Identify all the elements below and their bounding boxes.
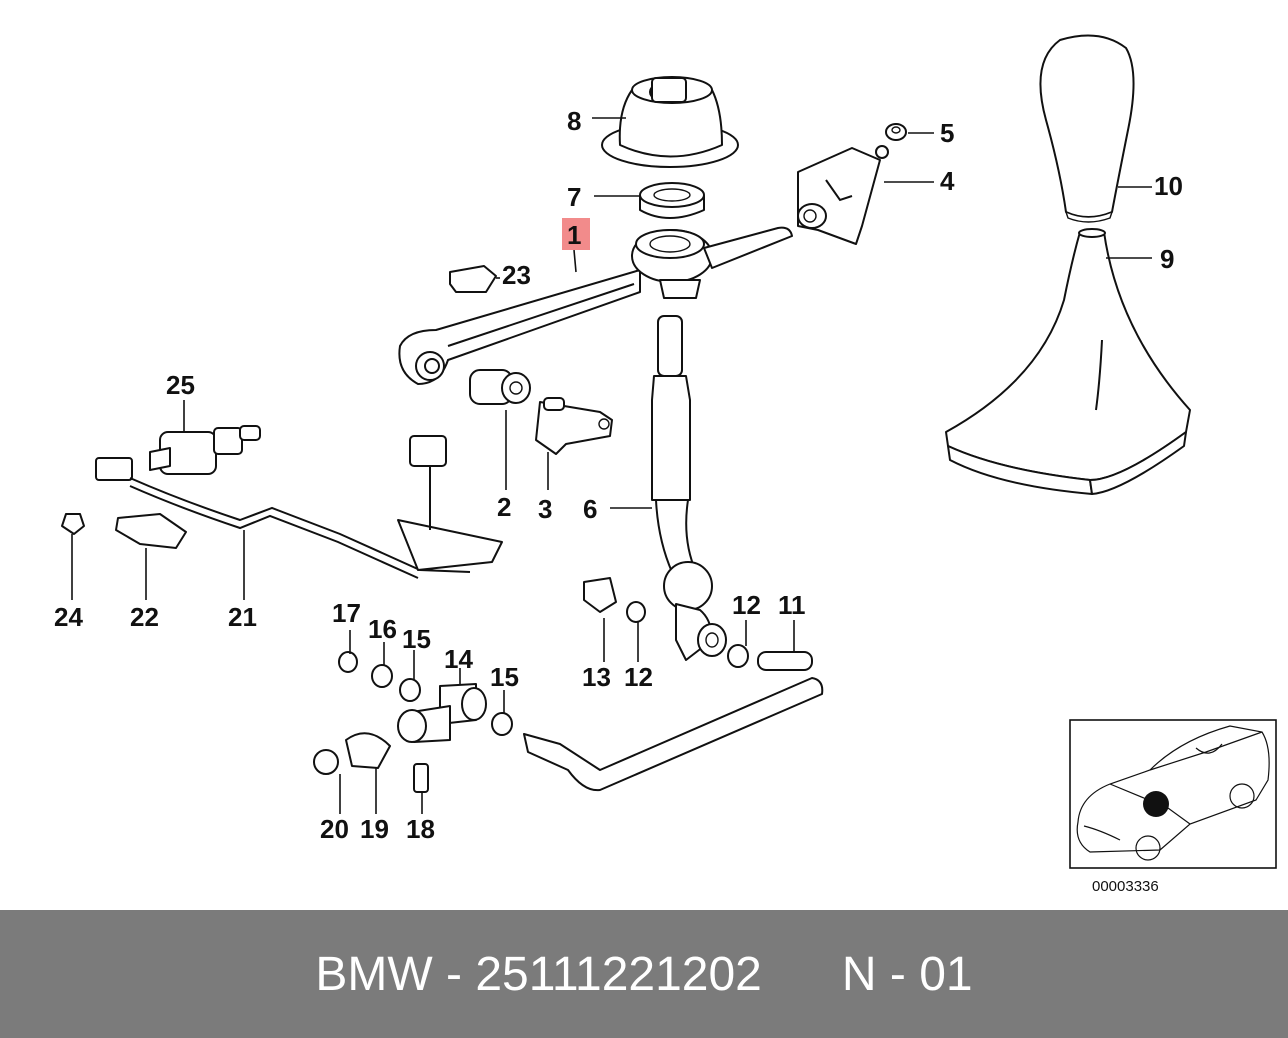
shift-boot xyxy=(601,76,739,168)
part-label-20[interactable]: 20 xyxy=(320,814,349,844)
part-label-25[interactable]: 25 xyxy=(166,370,195,400)
shift-lever xyxy=(398,226,793,385)
footer-spacer xyxy=(762,947,842,1002)
bracket xyxy=(797,145,889,245)
small-clip xyxy=(449,265,497,293)
bushing xyxy=(469,369,531,405)
footer-brand: BMW xyxy=(315,947,433,1001)
cable-clip xyxy=(115,513,187,549)
part-label-9[interactable]: 9 xyxy=(1160,244,1174,274)
part-label-12b[interactable]: 12 xyxy=(624,662,653,692)
reverse-light-switch xyxy=(149,425,261,475)
bearing-ring xyxy=(639,182,705,219)
part-label-23[interactable]: 23 xyxy=(502,260,531,290)
part-label-18[interactable]: 18 xyxy=(406,814,435,844)
part-label-22[interactable]: 22 xyxy=(130,602,159,632)
part-label-7[interactable]: 7 xyxy=(567,182,581,212)
part-label-24[interactable]: 24 xyxy=(54,602,83,632)
part-label-2[interactable]: 2 xyxy=(497,492,511,522)
nut xyxy=(885,123,907,141)
wiring-cable xyxy=(95,435,503,579)
gear-knob xyxy=(1039,34,1135,223)
footer-separator: - xyxy=(432,947,476,1001)
washer xyxy=(583,577,749,668)
part-label-4[interactable]: 4 xyxy=(940,166,955,196)
footer-part-number: 25111221202 xyxy=(475,947,762,1001)
bushing-assembly xyxy=(313,651,513,793)
retaining-clip xyxy=(535,397,613,455)
part-label-6[interactable]: 6 xyxy=(583,494,597,524)
footer-ref: N - 01 xyxy=(841,947,973,1001)
parts-diagram: 1 2 3 4 5 6 7 8 9 10 11 12 12 13 14 15 1… xyxy=(54,34,1277,895)
part-label-19[interactable]: 19 xyxy=(360,814,389,844)
linkage-rod xyxy=(523,651,824,792)
inset-code: 00003336 xyxy=(1092,878,1159,895)
part-label-15a[interactable]: 15 xyxy=(402,624,431,654)
footer-bar: BMW - 25111221202 N - 01 xyxy=(0,910,1288,1038)
part-label-13[interactable]: 13 xyxy=(582,662,611,692)
selector-rod xyxy=(651,315,713,661)
leader-lines xyxy=(71,117,1152,814)
part-label-21[interactable]: 21 xyxy=(228,602,257,632)
part-label-5[interactable]: 5 xyxy=(940,118,954,148)
part-label-1[interactable]: 1 xyxy=(567,220,581,250)
part-label-3[interactable]: 3 xyxy=(538,494,552,524)
part-label-11[interactable]: 11 xyxy=(778,590,806,620)
part-label-17[interactable]: 17 xyxy=(332,598,361,628)
part-label-16[interactable]: 16 xyxy=(368,614,397,644)
vehicle-inset: 00003336 xyxy=(1069,719,1277,895)
part-label-8[interactable]: 8 xyxy=(567,106,581,136)
highlight-box xyxy=(562,218,590,250)
part-label-14[interactable]: 14 xyxy=(444,644,473,674)
part-label-10[interactable]: 10 xyxy=(1154,171,1183,201)
part-label-15b[interactable]: 15 xyxy=(490,662,519,692)
gear-boot xyxy=(945,228,1191,495)
part-label-12a[interactable]: 12 xyxy=(732,590,761,620)
rivet xyxy=(61,513,85,535)
location-marker xyxy=(1143,791,1169,817)
